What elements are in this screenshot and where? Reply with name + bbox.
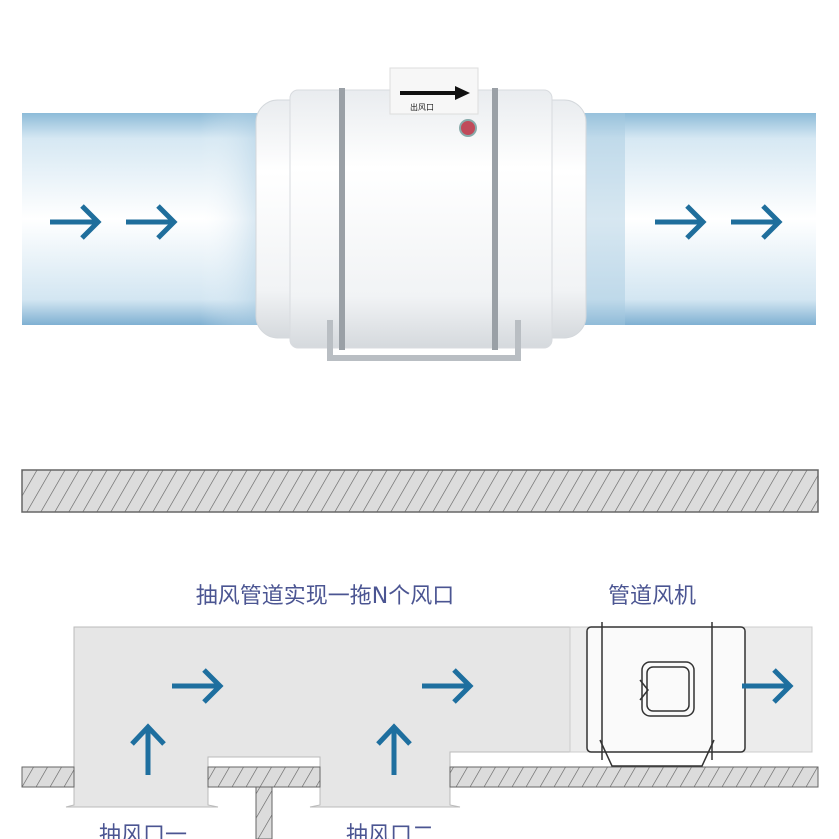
arrow-right-icon bbox=[731, 204, 783, 240]
arrow-right-icon bbox=[655, 204, 707, 240]
inlet-1-label: 抽风口一 bbox=[99, 823, 187, 839]
airflow-arrows-diagram bbox=[130, 668, 794, 775]
outlet-label: 出风口 bbox=[410, 102, 434, 112]
ceiling-slab bbox=[21, 469, 819, 513]
floor-slab bbox=[207, 766, 321, 788]
wall-partition bbox=[255, 786, 273, 839]
arrow-right-icon bbox=[422, 668, 474, 704]
strap-right bbox=[492, 88, 498, 350]
arrow-up-icon bbox=[376, 723, 412, 775]
duct-fan-icon bbox=[586, 622, 746, 767]
inlet-2-label: 抽风口二 bbox=[346, 823, 434, 839]
arrow-right-icon bbox=[126, 204, 178, 240]
floor-slab bbox=[21, 766, 75, 788]
floor-slab bbox=[449, 766, 819, 788]
arrow-right-icon bbox=[172, 668, 224, 704]
arrow-right-icon bbox=[50, 204, 102, 240]
arrow-up-icon bbox=[130, 723, 166, 775]
arrow-right-icon bbox=[742, 668, 794, 704]
airflow-arrows-top bbox=[50, 204, 783, 240]
strap-left bbox=[339, 88, 345, 350]
product-photo: 出风口 bbox=[22, 67, 816, 361]
duct-diagram: 抽风管道实现一拖N个风口 管道风机 抽风口一 抽风口二 bbox=[21, 584, 819, 839]
brand-badge-icon bbox=[459, 119, 477, 137]
outlet-arrow-icon bbox=[400, 86, 470, 100]
mounting-bracket bbox=[327, 320, 521, 361]
fan-label: 管道风机 bbox=[608, 584, 696, 609]
diagram-title: 抽风管道实现一拖N个风口 bbox=[196, 584, 454, 609]
